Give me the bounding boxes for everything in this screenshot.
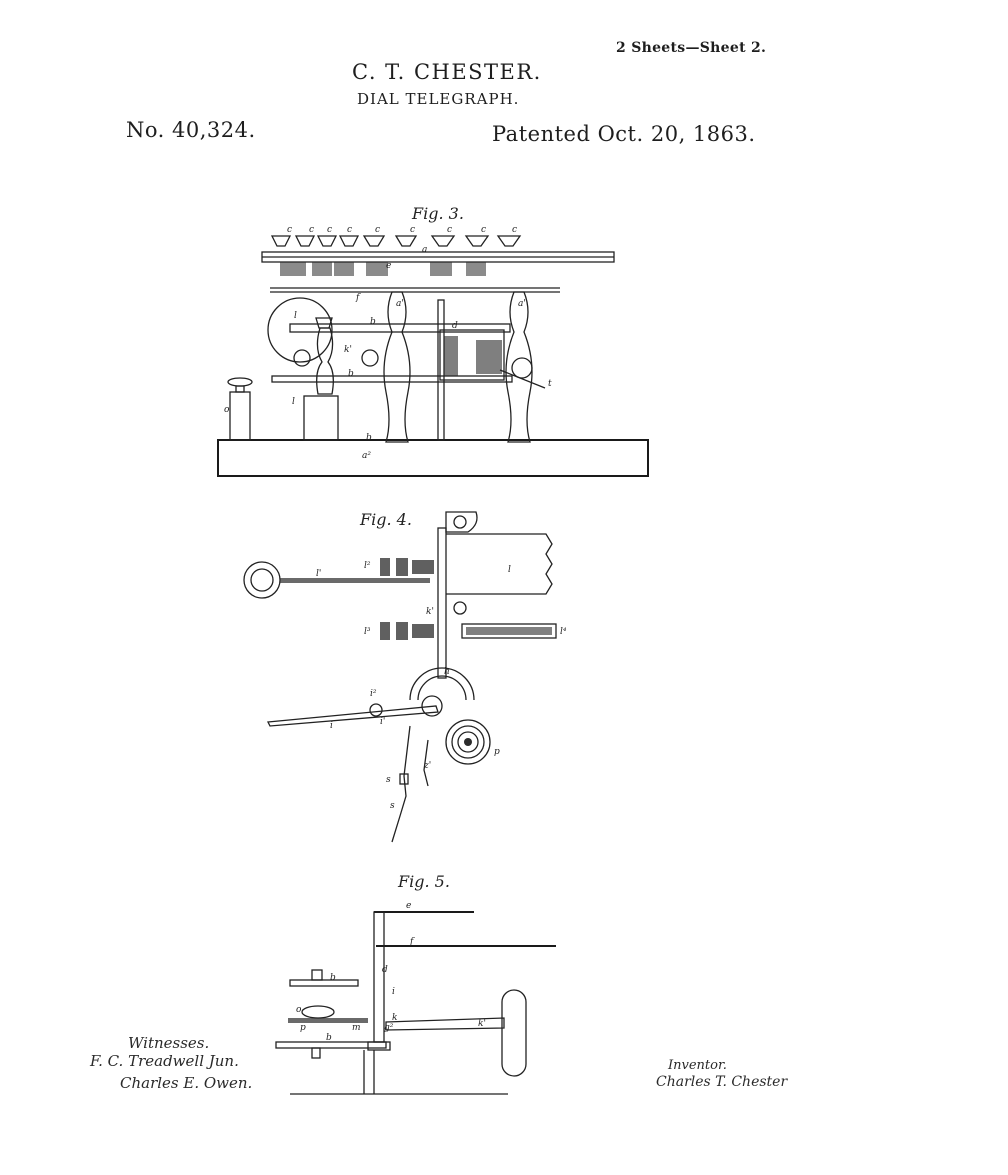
svg-text:k': k' [478,1019,486,1029]
svg-text:i: i [392,987,395,997]
witness-signature-1: F. C. Treadwell Jun. [90,1052,239,1070]
inventor-signature: Charles T. Chester [656,1074,787,1090]
svg-text:b: b [330,973,336,983]
svg-text:g²: g² [384,1023,394,1033]
svg-text:b: b [326,1033,332,1043]
svg-text:d: d [382,965,388,975]
svg-text:m: m [352,1023,361,1033]
svg-text:o: o [296,1005,302,1015]
inventor-heading: Inventor. [668,1058,727,1073]
svg-text:p: p [300,1023,306,1033]
witnesses-heading: Witnesses. [128,1034,209,1052]
witness-signature-2: Charles E. Owen. [120,1074,252,1092]
svg-text:k: k [392,1013,397,1023]
svg-text:e: e [406,901,411,911]
